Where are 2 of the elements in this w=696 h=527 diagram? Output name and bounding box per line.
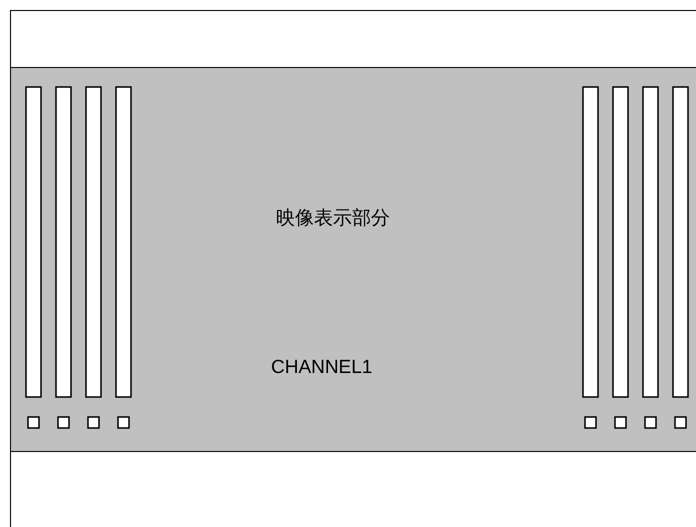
panel-title: 映像表示部分 xyxy=(276,207,390,231)
channel-label: CHANNEL1 xyxy=(271,357,372,379)
